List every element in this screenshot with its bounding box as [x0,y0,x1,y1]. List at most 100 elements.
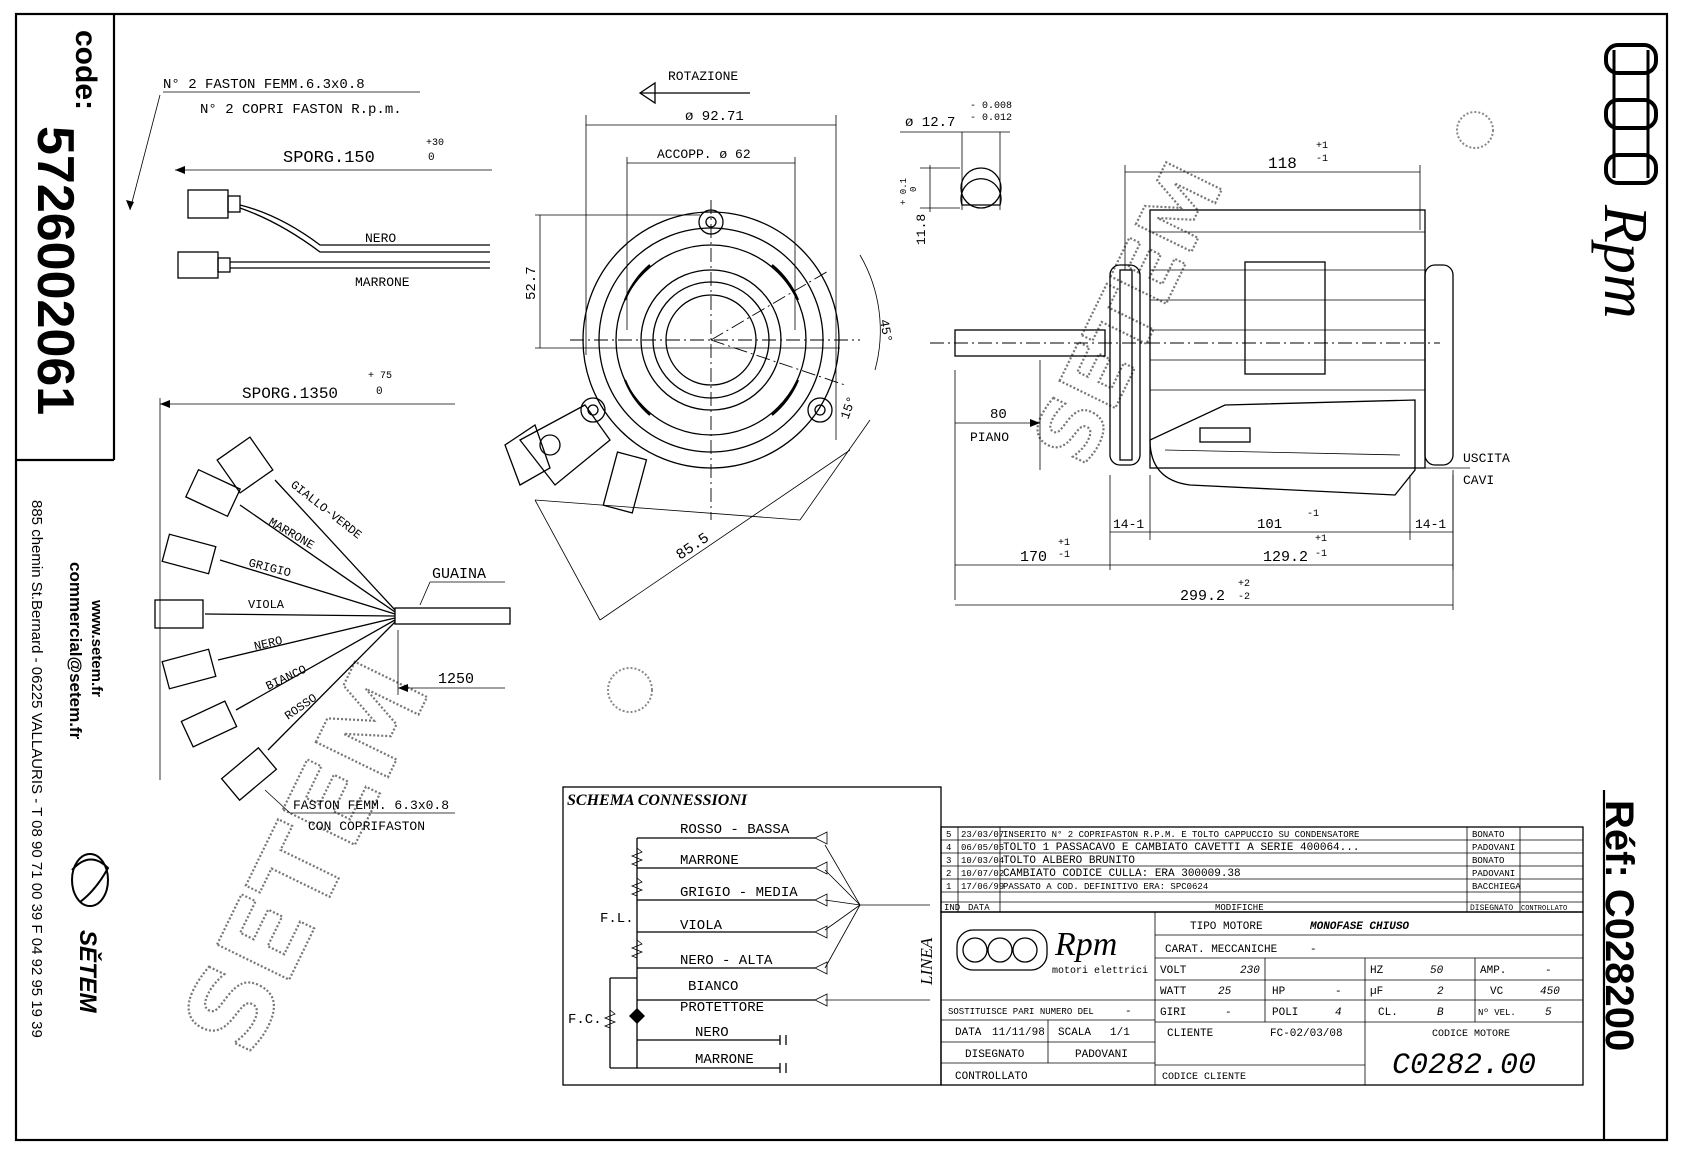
tb-volt-val: 230 [1240,965,1260,977]
tb-vc-label: VC [1490,986,1504,998]
tb-watt-label: WATT [1160,986,1187,998]
tb-nvel-val: 5 [1545,1007,1552,1019]
mod-row-3-by: BONATO [1472,856,1504,866]
shaft-flat-tol-bot: 0 [909,187,919,192]
tb-data-label: DATA [955,1027,982,1039]
tb-nvel-label: Nº VEL. [1478,1008,1516,1018]
mod-row-1-date: 17/06/99 [961,882,1004,892]
tb-cl-label: CL. [1378,1007,1398,1019]
rotation-label: ROTAZIONE [668,69,738,84]
cable1-faston-label: N° 2 FASTON FEMM.6.3x0.8 [163,77,365,93]
wire-grigio: GRIGIO [247,556,292,580]
front-855: 85.5 [673,530,712,564]
mod-row-4-ind: 4 [946,843,951,853]
cable-short: N° 2 FASTON FEMM.6.3x0.8 N° 2 COPRI FAST… [126,77,492,290]
drawing-frame [14,12,1669,1142]
side-2992: 299.2 [1180,588,1225,605]
side-uscita: USCITA [1463,451,1510,466]
schema-linea: LINEA [917,937,936,986]
tb-carat-val: - [1310,944,1317,956]
email[interactable]: commercial@setem.fr [66,562,85,740]
cable2-faston-label: FASTON FEMM. 6.3x0.8 [293,798,449,813]
schema-viola: VIOLA [680,918,723,934]
tb-hz-val: 50 [1430,965,1444,977]
wire-marrone: MARRONE [266,515,317,552]
side-1292-tol-top: +1 [1315,534,1327,545]
right-panel: Rpm Réf: C028200 [1591,43,1659,1051]
tb-watt-val: 25 [1218,986,1232,998]
side-2992-tol-bot: -2 [1238,592,1250,603]
schema-bianco: BIANCO [688,979,738,995]
cable1-sporg: SPORG.150 [283,149,375,168]
title-block: Rpm motori elettrici SOSTITUISCE PARI NU… [940,911,1584,1086]
cable2-tol-zero: 0 [376,386,383,398]
front-view: ROTAZIONE ø 92.71 ACCOPP. ø 62 52.7 [504,69,895,621]
guaina-label: GUAINA [432,566,486,583]
tb-scala-val: 1/1 [1110,1027,1130,1039]
tb-cliente-val: FC-02/03/08 [1270,1028,1343,1040]
tb-cl-val: B [1437,1007,1444,1019]
tb-tipo-motore-label: TIPO MOTORE [1190,921,1263,933]
right-brand: Rpm [1591,204,1659,319]
tb-hp-val: - [1335,986,1342,998]
tb-controllato-label: CONTROLLATO [955,1071,1028,1083]
cable1-tol-zero: 0 [428,152,435,164]
mod-row-4-by: PADOVANI [1472,843,1515,853]
mod-row-2-ind: 2 [946,869,951,879]
side-101-tol: -1 [1307,509,1319,520]
tb-volt-label: VOLT [1160,965,1187,977]
guaina-sheath [394,607,511,625]
shaft-flat-tol-top: + 0.1 [899,178,909,205]
website[interactable]: www.setem.fr [88,599,105,697]
tb-codice-motore-val: C0282.00 [1392,1049,1536,1083]
schema-title: SCHEMA CONNESSIONI [567,792,748,809]
tb-disegnato-val: PADOVANI [1075,1049,1128,1061]
cable2-tol-plus: + 75 [368,371,392,382]
title-logo-sub: motori elettrici [1052,965,1148,977]
wire-viola: VIOLA [248,598,285,612]
angle-15: 15° [838,394,860,421]
tb-uf-label: µF [1370,986,1383,998]
shaft-tol-bot: - 0.012 [970,113,1012,124]
mod-row-5-ind: 5 [946,830,951,840]
cable1-tol-plus: +30 [426,138,444,149]
mod-row-4-text: TOLTO 1 PASSACAVO E CAMBIATO CAVETTI A S… [1003,842,1359,854]
mod-row-2-date: 10/07/02 [961,869,1004,879]
schema-marrone-2: MARRONE [695,1052,754,1068]
side-cavi: CAVI [1463,473,1494,488]
tb-codice-cliente-label: CODICE CLIENTE [1162,1072,1246,1083]
tb-codice-motore-label: CODICE MOTORE [1432,1029,1510,1040]
title-logo-text: Rpm [1054,926,1117,963]
angle-45: 45° [876,318,895,344]
side-1292: 129.2 [1263,549,1308,566]
side-118-tol-top: +1 [1316,141,1328,152]
mod-h-mod: MODIFICHE [1215,903,1264,913]
side-piano: PIANO [970,430,1009,445]
tb-tipo-motore-val: MONOFASE CHIUSO [1309,921,1409,933]
mod-row-5-text: INSERITO N° 2 COPRIFASTON R.P.M. E TOLTO… [1003,830,1359,840]
schema-grigio: GRIGIO - MEDIA [680,885,798,901]
cable2-sporg: SPORG.1350 [242,385,338,403]
schema-nero: NERO [695,1025,729,1041]
side-170-tol-bot: -1 [1058,550,1070,561]
title-logo-icon [956,929,1048,971]
side-14-1-a: 14-1 [1113,517,1144,532]
shaft-flat: 11.8 [914,214,929,245]
tb-uf-val: 2 [1437,986,1444,998]
tb-carat-label: CARAT. MECCANICHE [1165,944,1278,956]
side-118-tol-bot: -1 [1316,154,1328,165]
mod-row-3-date: 10/03/04 [961,856,1004,866]
shaft-tol-top: - 0.008 [970,101,1012,112]
mod-row-2-by: PADOVANI [1472,869,1515,879]
shaft-section: ø 12.7 - 0.008 - 0.012 11.8 + 0.1 0 [899,101,1012,245]
side-2992-tol-top: +2 [1238,579,1250,590]
side-view: 118 +1 -1 80 PIANO USCITA CAVI [930,141,1510,610]
tb-poli-label: POLI [1272,1007,1298,1019]
tb-amp-label: AMP. [1480,965,1506,977]
setem-logo-icon [71,853,110,907]
ref-code: Réf: C028200 [1597,800,1641,1051]
mod-row-5-date: 23/03/07 [961,830,1004,840]
wire-nero: NERO [253,634,284,654]
mod-row-3-ind: 3 [946,856,951,866]
